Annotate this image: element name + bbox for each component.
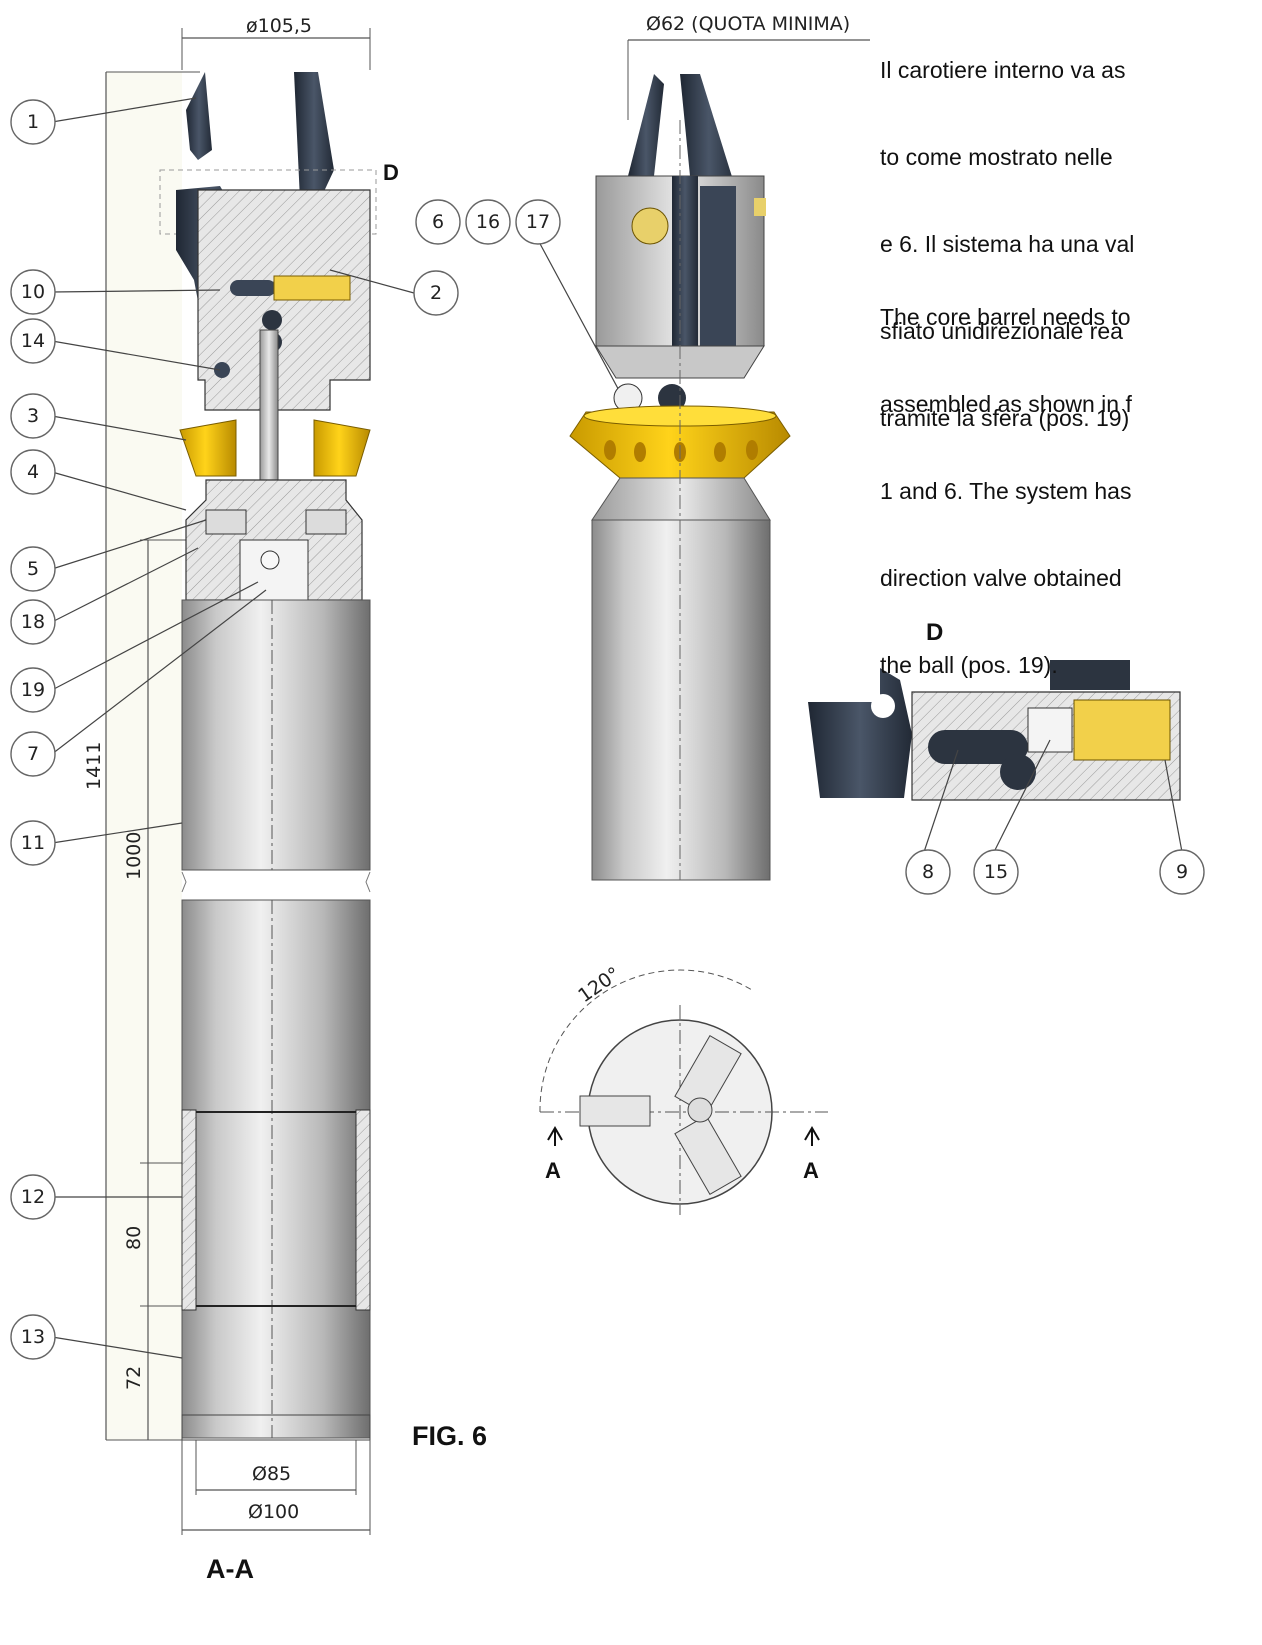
- english-line: the ball (pos. 19).: [880, 652, 1058, 678]
- svg-text:9: 9: [1176, 861, 1188, 883]
- callout-4: 4: [10, 449, 56, 495]
- section-label: A-A: [206, 1554, 254, 1584]
- english-line: direction valve obtained: [880, 565, 1122, 591]
- callout-8: 8: [905, 849, 951, 895]
- dimension-inner-min: Ø62 (QUOTA MINIMA): [646, 13, 850, 35]
- callout-7: 7: [10, 731, 56, 777]
- callout-9: 9: [1159, 849, 1205, 895]
- english-line: assembled as shown in f: [880, 391, 1132, 417]
- callout-11: 11: [10, 820, 56, 866]
- svg-text:3: 3: [27, 405, 39, 427]
- english-note: The core barrel needs to assembled as sh…: [880, 245, 1132, 709]
- svg-text:16: 16: [476, 211, 500, 233]
- dimension-top-diameter: ø105,5: [246, 15, 312, 37]
- callout-12: 12: [10, 1174, 56, 1220]
- callout-16: 16: [465, 199, 511, 245]
- english-line: 1 and 6. The system has: [880, 478, 1132, 504]
- callout-19: 19: [10, 667, 56, 713]
- callout-17: 17: [515, 199, 561, 245]
- svg-text:15: 15: [984, 861, 1008, 883]
- svg-text:14: 14: [21, 330, 45, 352]
- callout-1: 1: [10, 99, 56, 145]
- svg-text:13: 13: [21, 1326, 45, 1348]
- callout-5: 5: [10, 546, 56, 592]
- svg-text:10: 10: [21, 281, 45, 303]
- detail-title: D: [926, 619, 943, 646]
- detail-view: D 8 15 9: [808, 619, 1205, 895]
- svg-text:11: 11: [21, 832, 45, 854]
- isometric-view: Ø62 (QUOTA MINIMA): [569, 13, 870, 881]
- svg-text:4: 4: [27, 461, 39, 483]
- svg-text:8: 8: [922, 861, 934, 883]
- callout-13: 13: [10, 1314, 56, 1360]
- detail-marker: D: [383, 160, 399, 185]
- svg-text:7: 7: [27, 743, 39, 765]
- plan-view: 120° A A: [539, 963, 828, 1215]
- dimension-section-80: 80: [123, 1226, 145, 1250]
- svg-text:6: 6: [432, 211, 444, 233]
- italian-line: e 6. Il sistema ha una val: [880, 231, 1135, 257]
- dimension-bottom-outer: Ø100: [248, 1501, 299, 1523]
- callout-6: 6: [415, 199, 461, 245]
- italian-line: Il carotiere interno va as: [880, 57, 1126, 83]
- italian-line: tramite la sfera (pos. 19): [880, 405, 1130, 431]
- svg-text:12: 12: [21, 1186, 45, 1208]
- italian-note: Il carotiere interno va as to come mostr…: [880, 0, 1134, 462]
- figure-label: FIG. 6: [412, 1421, 487, 1451]
- dimension-bottom-inner: Ø85: [252, 1463, 291, 1485]
- svg-text:2: 2: [430, 282, 442, 304]
- section-view: ø105,5 1411 1000 80 72: [83, 15, 399, 1584]
- callout-10: 10: [10, 269, 56, 315]
- section-arrow-left: A: [545, 1158, 561, 1183]
- callout-3: 3: [10, 393, 56, 439]
- english-line: The core barrel needs to: [880, 304, 1131, 330]
- left-callouts: 1 10 14 3 4 5 18 19 7 11 12 13: [10, 97, 267, 1360]
- svg-text:1: 1: [27, 111, 39, 133]
- svg-text:19: 19: [21, 679, 45, 701]
- dimension-total-length: 1411: [83, 742, 105, 790]
- section-arrow-right: A: [803, 1158, 819, 1183]
- svg-text:18: 18: [21, 611, 45, 633]
- dimension-angle: 120°: [574, 963, 624, 1007]
- italian-line: to come mostrato nelle: [880, 144, 1113, 170]
- svg-text:17: 17: [526, 211, 550, 233]
- dimension-section-72: 72: [123, 1366, 145, 1390]
- dimension-tube-length: 1000: [123, 832, 145, 880]
- italian-line: sfiato unidirezionale rea: [880, 318, 1123, 344]
- svg-text:5: 5: [27, 558, 39, 580]
- callout-18: 18: [10, 599, 56, 645]
- callout-2: 2: [413, 270, 459, 316]
- callout-15: 15: [973, 849, 1019, 895]
- callout-14: 14: [10, 318, 56, 364]
